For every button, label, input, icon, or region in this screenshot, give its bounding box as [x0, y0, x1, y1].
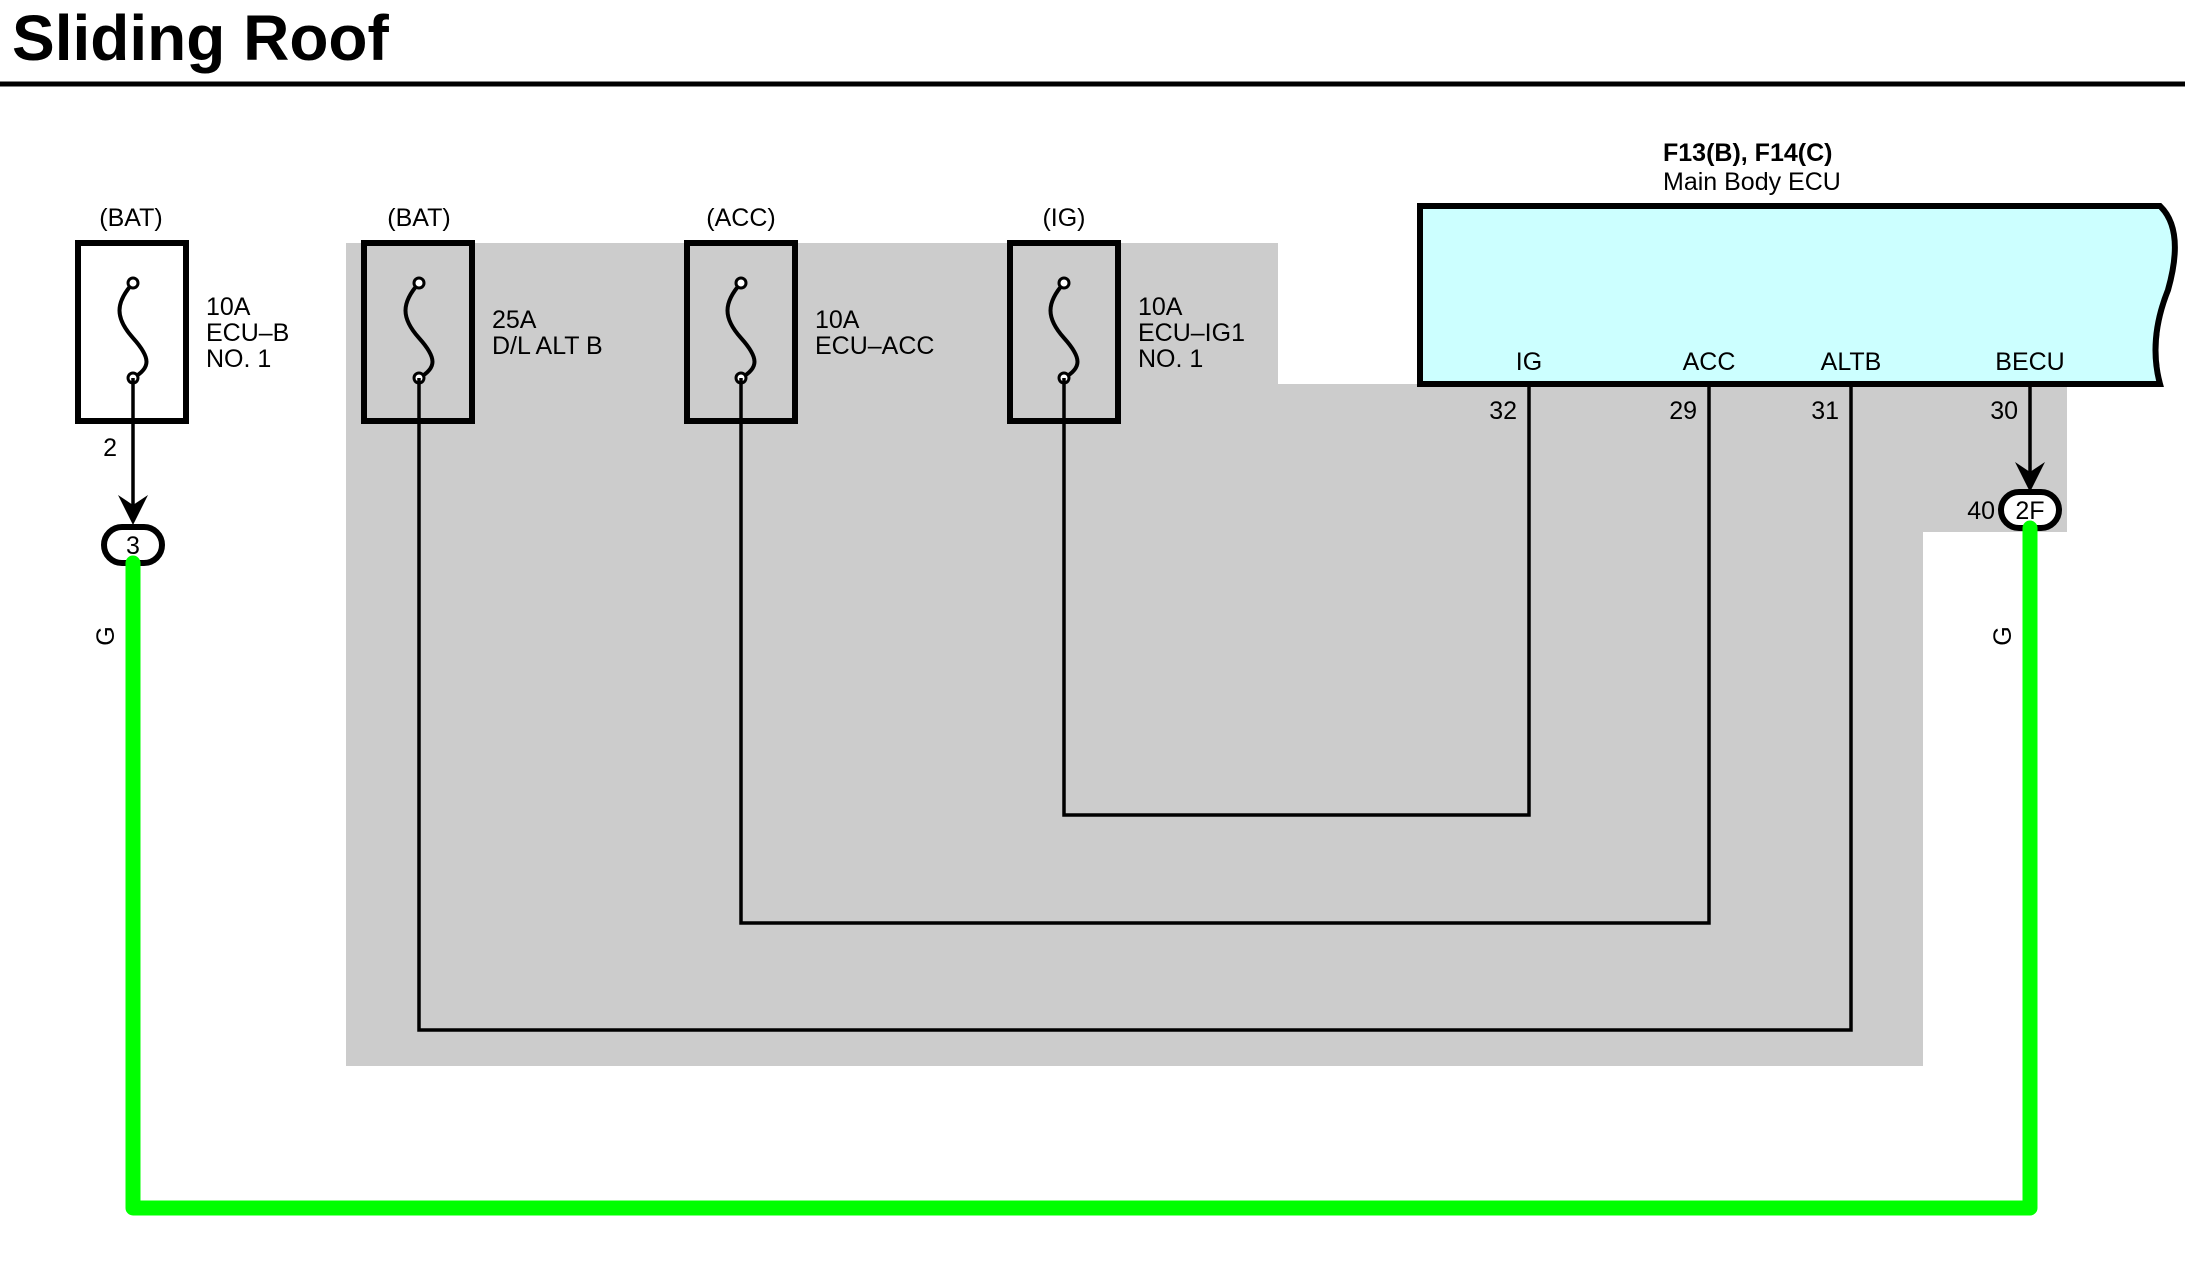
main-body-ecu-box — [1417, 203, 2178, 387]
fuse-name-line1: ECU–IG1 — [1138, 319, 1245, 347]
ecu-pin-ig: 32 — [1489, 397, 1517, 425]
fuse-terminal-top — [1057, 276, 1071, 290]
fuse-symbol — [1048, 281, 1080, 380]
arrow-down-icon — [118, 495, 148, 525]
wire-color-label-left: G — [92, 626, 120, 645]
fuse-name-line2: NO. 1 — [206, 345, 271, 373]
connector-3-label: 3 — [126, 532, 140, 560]
connector-2f-pin: 40 — [1967, 497, 1995, 525]
fuse-source-label: (BAT) — [387, 204, 450, 232]
fuse-terminal-top — [412, 276, 426, 290]
fuse-name-line1: D/L ALT B — [492, 332, 603, 360]
wire-color-label-right: G — [1989, 626, 2017, 645]
fuse-terminal-top — [734, 276, 748, 290]
fuse-symbol — [725, 281, 757, 380]
fuse-rating: 10A — [1138, 293, 1183, 321]
ecu-terminal-acc-label: ACC — [1683, 348, 1736, 376]
fuse-rating: 10A — [206, 293, 251, 321]
ecu-pin-acc: 29 — [1669, 397, 1697, 425]
ecu-terminal-altb-label: ALTB — [1821, 348, 1882, 376]
ecu-terminal-ig-label: IG — [1516, 348, 1542, 376]
ecu-name-label: Main Body ECU — [1663, 168, 1841, 196]
fuse-name-line1: ECU–B — [206, 319, 289, 347]
wire-ig-to-ecu — [1062, 378, 1531, 817]
fuse-terminal-top — [126, 276, 140, 290]
ecu-pin-altb: 31 — [1811, 397, 1839, 425]
wire-acc-to-ecu — [739, 378, 1711, 925]
fuse-name-line2: NO. 1 — [1138, 345, 1203, 373]
fuse-rating: 25A — [492, 306, 537, 334]
wire-green-loop — [125, 520, 2038, 1216]
ecu-terminal-becu-label: BECU — [1995, 348, 2064, 376]
fuse1-pin-label: 2 — [103, 434, 117, 462]
fuse-symbol — [117, 281, 149, 380]
fuse-name-line1: ECU–ACC — [815, 332, 934, 360]
arrow-down-icon — [2015, 462, 2045, 492]
fuse-ecu-b-no1: (BAT) 10A ECU–B NO. 1 — [75, 204, 289, 424]
fuse-symbol — [403, 281, 435, 380]
fuse-dl-alt-b: (BAT) 25A D/L ALT B — [361, 204, 603, 424]
junction-block-area — [346, 243, 2067, 1066]
ecu-pin-becu: 30 — [1990, 397, 2018, 425]
connector-2f-label: 2F — [2015, 497, 2044, 525]
fuse-ecu-ig1-no1: (IG) 10A ECU–IG1 NO. 1 — [1007, 204, 1245, 424]
fuse-source-label: (IG) — [1042, 204, 1085, 232]
fuse-source-label: (ACC) — [706, 204, 775, 232]
fuse-source-label: (BAT) — [99, 204, 162, 232]
ecu-connector-label: F13(B), F14(C) — [1663, 139, 1832, 167]
page-title: Sliding Roof — [12, 2, 390, 74]
fuse-rating: 10A — [815, 306, 860, 334]
wire-altb-to-ecu — [417, 378, 1853, 1032]
